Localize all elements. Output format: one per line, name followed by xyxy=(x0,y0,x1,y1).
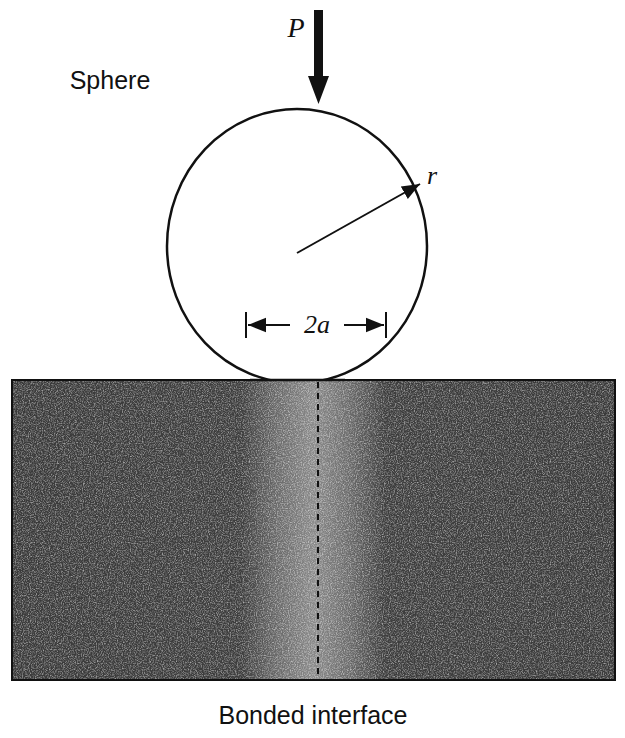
radius-arrow xyxy=(297,184,420,253)
interface-line xyxy=(317,382,319,679)
contact-dimension xyxy=(246,312,386,338)
substrate-block xyxy=(12,380,615,680)
part-name: Sphere xyxy=(70,68,151,93)
load-label: P xyxy=(287,14,304,42)
load-arrow xyxy=(308,10,329,104)
dimension-label: 2a xyxy=(301,311,333,339)
sphere-outline xyxy=(167,109,427,381)
radius-label: r xyxy=(427,163,437,189)
contact-flat xyxy=(250,379,345,382)
caption-label: Bonded interface xyxy=(218,703,407,728)
